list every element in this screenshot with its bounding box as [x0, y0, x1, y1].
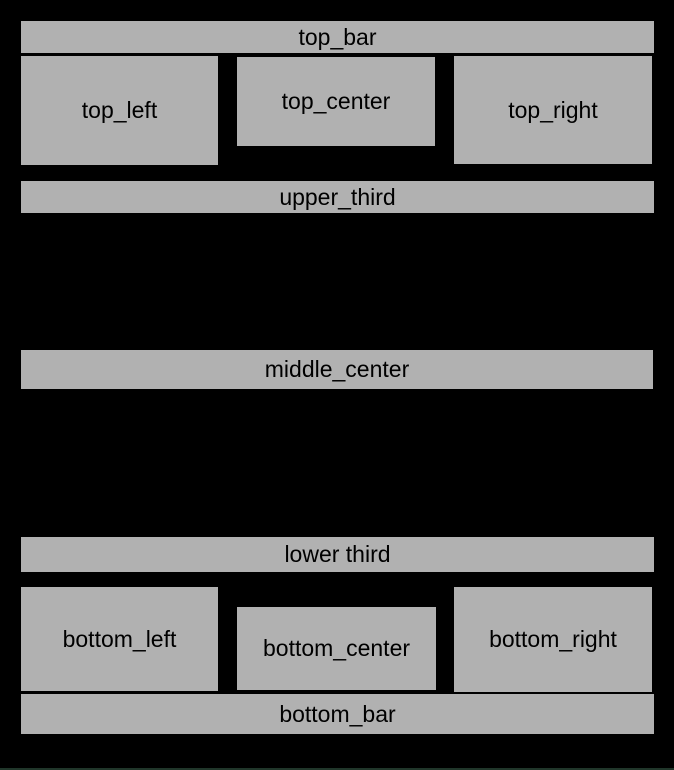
zone-label-bottom-left: bottom_left [62, 625, 177, 652]
zone-label-top-left: top_left [81, 97, 158, 123]
bottom-edge-line [0, 768, 674, 770]
zone-label-top-center: top_center [281, 88, 391, 114]
zone-top-left[interactable]: top_left [21, 56, 218, 165]
zone-label-lower-third: lower third [284, 541, 391, 567]
zone-label-upper-third: upper_third [279, 183, 396, 210]
zone-label-bottom-bar: bottom_bar [279, 700, 396, 727]
zone-top-center[interactable]: top_center [237, 57, 435, 146]
zone-top-right[interactable]: top_right [454, 56, 652, 164]
zone-label-middle-center: middle_center [264, 356, 410, 382]
zone-top-bar[interactable]: top_bar [21, 21, 654, 53]
zone-label-bottom-right: bottom_right [489, 626, 617, 652]
zone-label-top-right: top_right [508, 96, 598, 123]
zone-bottom-bar[interactable]: bottom_bar [21, 694, 654, 734]
zone-lower-third[interactable]: lower third [21, 537, 654, 572]
zone-upper-third[interactable]: upper_third [21, 181, 654, 213]
zone-label-bottom-center: bottom_center [262, 635, 411, 661]
zone-bottom-left[interactable]: bottom_left [21, 587, 218, 691]
zone-label-top-bar: top_bar [298, 23, 377, 50]
zone-bottom-right[interactable]: bottom_right [454, 587, 652, 692]
zone-middle-center[interactable]: middle_center [21, 350, 653, 389]
zone-bottom-center[interactable]: bottom_center [237, 607, 436, 690]
